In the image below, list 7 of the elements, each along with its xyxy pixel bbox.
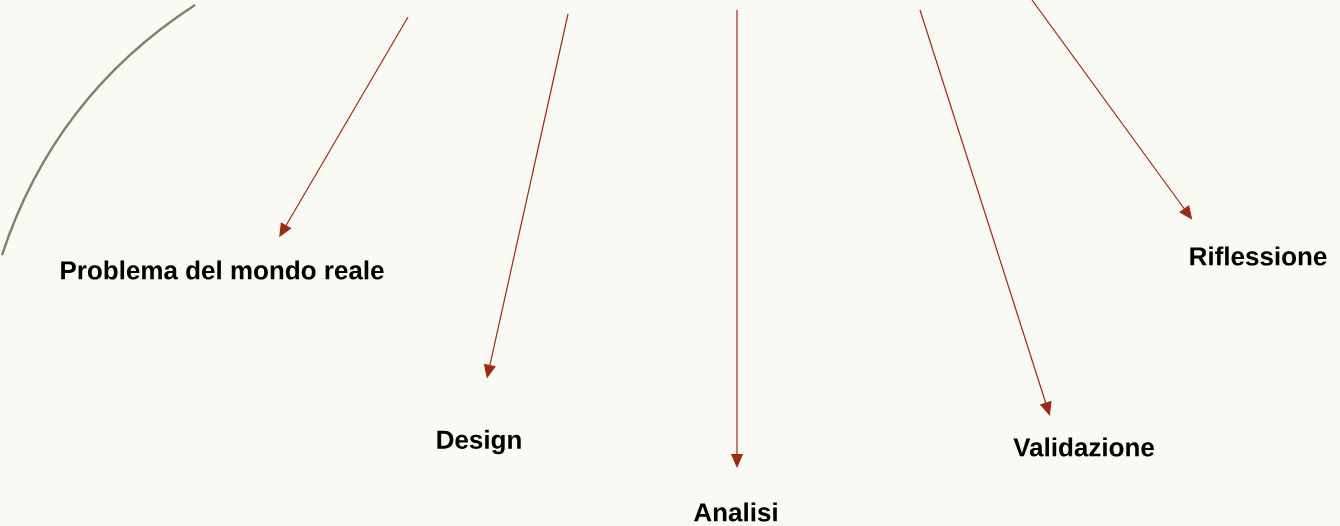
arrow <box>919 9 1052 416</box>
step-label: Analisi <box>694 502 777 522</box>
step-label: Riflessione <box>1190 246 1327 266</box>
step-label: Design <box>437 429 521 455</box>
step-label: Problema del mondo reale <box>61 260 384 280</box>
step-label: Validazione <box>1013 437 1154 457</box>
arrow <box>1031 0 1193 220</box>
